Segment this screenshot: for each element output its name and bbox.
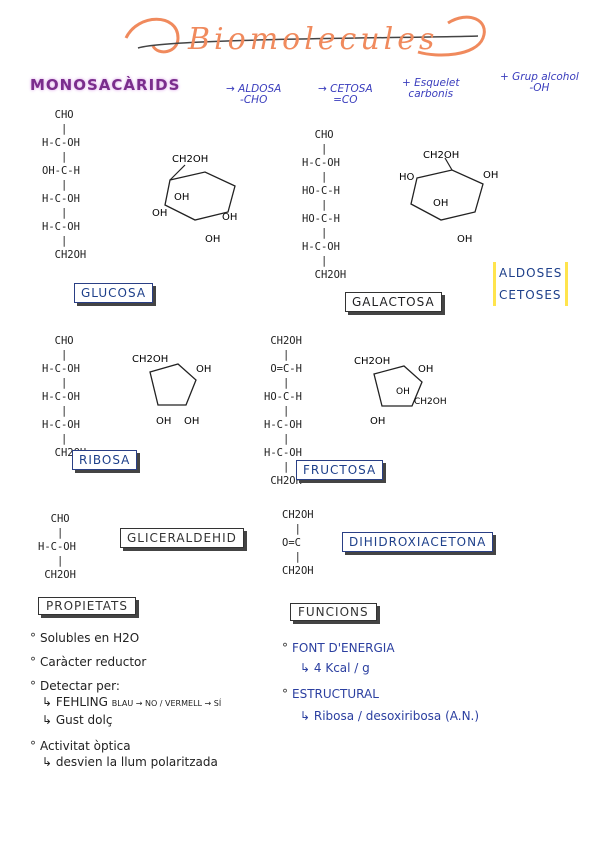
fructosa-ring-ch2oh-right: CH2OH — [414, 397, 447, 407]
galactosa-chain: CHO | H-C-OH | HO-C-H | HO-C-H | H-C-OH … — [302, 129, 347, 281]
title-decoration — [124, 15, 486, 57]
glucosa-ring-oh-left: OH — [152, 208, 167, 219]
galactosa-ring-ho-left: HO — [399, 172, 415, 183]
funcions-subitem-text: ↳ Ribosa / desoxiribosa (A.N.) — [300, 709, 480, 723]
gliceraldehid-chain: CHO | H-C-OH | CH2OH — [38, 513, 76, 581]
propietats-item-text: Caràcter reductor — [40, 655, 147, 669]
note-cetosa-line1: → CETOSA — [318, 83, 373, 95]
propietats-subitem: ↳ desvien la llum polaritzada — [30, 754, 280, 770]
ribosa-label: RIBOSA — [72, 450, 138, 470]
funcions-subitem: ↳ 4 Kcal / g — [282, 660, 582, 676]
galactosa-ring: CH2OH HO OH OH OH — [399, 150, 498, 245]
side-item-aldoses: ALDOSES — [493, 262, 569, 284]
galactosa-label: GALACTOSA — [345, 292, 442, 312]
ribosa-ring-oh-b1: OH — [156, 416, 171, 427]
funcions-item: °ESTRUCTURAL — [282, 687, 379, 701]
note-grup: + Grup alcohol -OH — [500, 72, 579, 94]
note-aldosa: → ALDOSA -CHO — [226, 84, 281, 106]
fructosa-ring: CH2OH OH OH CH2OH OH — [354, 356, 447, 427]
galactosa-ring-oh-mid: OH — [433, 198, 448, 209]
fructosa-chain: CH2OH | O=C-H | HO-C-H | H-C-OH | H-C-OH… — [264, 335, 302, 487]
fructosa-ring-oh-mid: OH — [396, 387, 410, 397]
funcions-subitem-text: ↳ 4 Kcal / g — [300, 661, 370, 675]
propietats-item: °Caràcter reductor — [30, 655, 147, 669]
glucosa-ring-oh-bottom: OH — [205, 234, 220, 245]
page-title: Biomolecules — [118, 8, 498, 70]
ribosa-ring: CH2OH OH OH OH — [132, 354, 211, 427]
galactosa-ring-oh-bottom: OH — [457, 234, 472, 245]
ribosa-ring-ch2oh: CH2OH — [132, 354, 168, 365]
propietats-item-text: Activitat òptica — [40, 739, 131, 753]
propietats-item: °Solubles en H2O — [30, 631, 140, 645]
propietats-item-text: Solubles en H2O — [40, 631, 140, 645]
glucosa-ring: CH2OH OH OH OH OH — [152, 154, 237, 245]
note-cetosa: → CETOSA =CO — [318, 84, 373, 106]
propietats-list: °Solubles en H2O °Caràcter reductor °Det… — [30, 630, 280, 770]
propietats-subitem-text: ↳ FEHLING — [42, 695, 108, 709]
propietats-item: °Detectar per: — [30, 679, 120, 693]
ribosa-chain: CHO | H-C-OH | H-C-OH | H-C-OH | CH2OH — [42, 335, 87, 459]
note-esquelet-line2: carbonis — [408, 88, 454, 100]
fehling-colors: BLAU → NO / VERMELL → SÍ — [111, 699, 222, 708]
propietats-heading: PROPIETATS — [38, 597, 136, 615]
propietats-subitem: ↳ FEHLING BLAU → NO / VERMELL → SÍ — [30, 694, 280, 712]
section-heading: MONOSACÀRIDS — [30, 76, 181, 94]
dihidroxiacetona-chain: CH2OH | O=C | CH2OH — [282, 509, 314, 577]
ribosa-ring-oh-right: OH — [196, 364, 211, 375]
funcions-item: °FONT D'ENERGIA — [282, 641, 395, 655]
glucosa-label: GLUCOSA — [74, 283, 154, 303]
propietats-item: °Activitat òptica — [30, 739, 131, 753]
aldoses-cetoses-list: ALDOSES CETOSES — [493, 262, 569, 306]
title-text: Biomolecules — [188, 22, 439, 57]
note-aldosa-line2: -CHO — [240, 94, 268, 106]
galactosa-ring-ch2oh: CH2OH — [423, 150, 459, 161]
note-aldosa-line1: → ALDOSA — [226, 83, 282, 95]
note-grup-line1: + Grup alcohol — [500, 71, 579, 83]
note-cetosa-line2: =CO — [333, 94, 358, 106]
glucosa-ring-ch2oh: CH2OH — [172, 154, 208, 165]
fructosa-label: FRUCTOSA — [296, 460, 384, 480]
funcions-list: °FONT D'ENERGIA ↳ 4 Kcal / g °ESTRUCTURA… — [282, 640, 582, 724]
propietats-subitem-text: ↳ desvien la llum polaritzada — [42, 755, 218, 769]
side-item-cetoses: CETOSES — [493, 284, 569, 306]
funcions-item-text: FONT D'ENERGIA — [292, 641, 395, 655]
note-esquelet: + Esquelet carbonis — [402, 78, 460, 100]
propietats-item-text: Detectar per: — [40, 679, 120, 693]
glucosa-ring-oh-right: OH — [222, 212, 237, 223]
dihidroxiacetona-label: DIHIDROXIACETONA — [342, 532, 494, 552]
glucosa-ring-oh-mid: OH — [174, 192, 189, 203]
gliceraldehid-label: GLICERALDEHID — [120, 528, 244, 548]
fructosa-ring-oh-right: OH — [418, 364, 433, 375]
galactosa-ring-oh-right: OH — [483, 170, 498, 181]
funcions-subitem: ↳ Ribosa / desoxiribosa (A.N.) — [282, 708, 582, 724]
propietats-subitem-text: ↳ Gust dolç — [42, 713, 113, 727]
propietats-subitem: ↳ Gust dolç — [30, 712, 280, 728]
fructosa-ring-oh-bottom: OH — [370, 416, 385, 427]
glucosa-chain: CHO | H-C-OH | OH-C-H | H-C-OH | H-C-OH … — [42, 109, 87, 261]
note-esquelet-line1: + Esquelet — [402, 77, 460, 89]
funcions-item-text: ESTRUCTURAL — [292, 687, 379, 701]
fructosa-ring-ch2oh: CH2OH — [354, 356, 390, 367]
note-grup-line2: -OH — [529, 82, 550, 94]
funcions-heading: FUNCIONS — [290, 603, 377, 621]
ribosa-ring-oh-b2: OH — [184, 416, 199, 427]
